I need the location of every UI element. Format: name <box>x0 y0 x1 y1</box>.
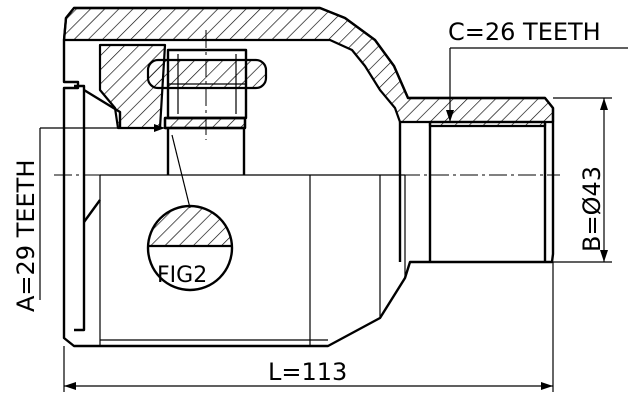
spline-detail <box>163 116 247 130</box>
teeth-a-label: A=29 TEETH <box>12 160 40 312</box>
fig2-label: FIG2 <box>157 263 207 288</box>
teeth-c-arrowhead <box>446 110 454 122</box>
dia-b-arrow-bot <box>600 250 608 262</box>
shaft-spline-detail <box>428 120 547 128</box>
shaft-stub <box>398 122 547 262</box>
teeth-a-arrowhead <box>154 124 165 132</box>
len-l-arrow-left <box>64 382 76 390</box>
flange-left <box>74 84 86 332</box>
dia-b-arrow-top <box>600 98 608 110</box>
len-l-arrow-right <box>541 382 553 390</box>
len-l-label: L=113 <box>268 358 347 386</box>
tripod-needle-lines <box>168 54 246 114</box>
fig2-leader <box>171 134 191 209</box>
tripod-body <box>166 128 246 175</box>
housing-outline <box>62 6 555 348</box>
teeth-c-label: C=26 TEETH <box>448 18 601 46</box>
dia-b-label: B=Ø43 <box>578 166 606 252</box>
bore-taper <box>83 88 122 223</box>
